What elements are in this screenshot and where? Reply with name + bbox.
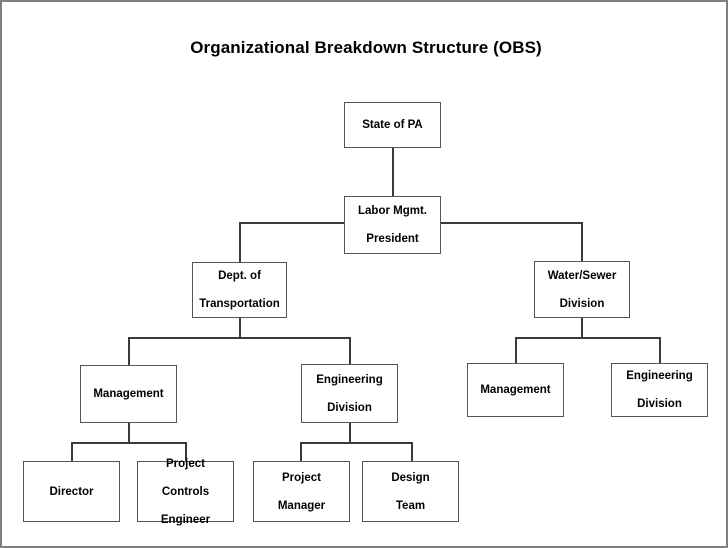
node-water-engineering-division-line2: Division (637, 398, 682, 410)
node-water-sewer-division-line2: Division (559, 297, 605, 310)
connector-dot-management-to-director (71, 442, 73, 462)
node-state-of-pa[interactable]: State of PA (344, 102, 441, 148)
connector-labor-left-horizontal (239, 222, 345, 224)
connector-dot-to-engineering (349, 337, 351, 365)
node-design-team-line1: Design (391, 471, 430, 484)
node-project-manager-line2: Manager (277, 499, 326, 512)
node-water-engineering-division-line1: Engineering (626, 370, 693, 382)
node-project-manager-line1: Project (282, 471, 321, 484)
connector-dot-engineering-to-pm (300, 442, 302, 462)
connector-dot-engineering-to-design (411, 442, 413, 462)
node-dot-engineering-division[interactable]: Engineering Division (301, 364, 398, 423)
node-project-controls-engineer-line3: Engineer (160, 513, 211, 526)
node-state-of-pa-label: State of PA (362, 119, 423, 131)
connector-dot-management-stem (128, 422, 130, 443)
connector-labor-right-vertical (581, 222, 583, 262)
node-water-management[interactable]: Management (467, 363, 564, 417)
node-design-team-line2: Team (395, 499, 426, 512)
node-water-sewer-division[interactable]: Water/Sewer Division (534, 261, 630, 318)
connector-labor-left-vertical (239, 222, 241, 263)
connector-dot-bus (128, 337, 351, 339)
node-water-engineering-division[interactable]: Engineering Division (611, 363, 708, 417)
node-design-team[interactable]: Design Team (362, 461, 459, 522)
connector-dot-engineering-bus (300, 442, 412, 444)
node-dot-engineering-division-line2: Division (327, 401, 372, 414)
node-water-sewer-division-line1: Water/Sewer (547, 269, 617, 282)
page-title: Organizational Breakdown Structure (OBS) (190, 38, 542, 57)
connector-dot-management-to-pce (185, 442, 187, 462)
connector-water-stem (581, 317, 583, 338)
node-dot-engineering-division-line1: Engineering (316, 373, 383, 386)
connector-labor-right-horizontal (441, 222, 583, 224)
node-labor-mgmt-president-line1: Labor Mgmt. (358, 205, 427, 217)
node-labor-mgmt-president[interactable]: Labor Mgmt. President (344, 196, 441, 254)
node-water-management-label: Management (480, 384, 551, 396)
connector-water-to-engineering (659, 337, 661, 363)
node-dept-of-transportation-line1: Dept. of (218, 270, 261, 282)
node-project-manager[interactable]: Project Manager (253, 461, 350, 522)
node-dept-of-transportation[interactable]: Dept. of Transportation (192, 262, 287, 318)
connector-water-to-management (515, 337, 517, 363)
node-dot-management[interactable]: Management (80, 365, 177, 423)
connector-dot-engineering-stem (349, 422, 351, 443)
connector-water-bus (515, 337, 661, 339)
connector-dot-to-management (128, 337, 130, 366)
connector-dot-management-bus (71, 442, 186, 444)
node-project-controls-engineer-line2: Controls (161, 485, 210, 498)
node-labor-mgmt-president-line2: President (366, 233, 419, 245)
node-director-label: Director (49, 485, 94, 498)
node-dept-of-transportation-line2: Transportation (199, 298, 280, 310)
node-dot-management-label: Management (93, 388, 164, 400)
node-director[interactable]: Director (23, 461, 120, 522)
connector-dot-stem (239, 317, 241, 338)
node-project-controls-engineer[interactable]: Project Controls Engineer (137, 458, 234, 526)
node-project-controls-engineer-line1: Project (166, 457, 205, 470)
connector-state-to-labor (392, 147, 394, 197)
